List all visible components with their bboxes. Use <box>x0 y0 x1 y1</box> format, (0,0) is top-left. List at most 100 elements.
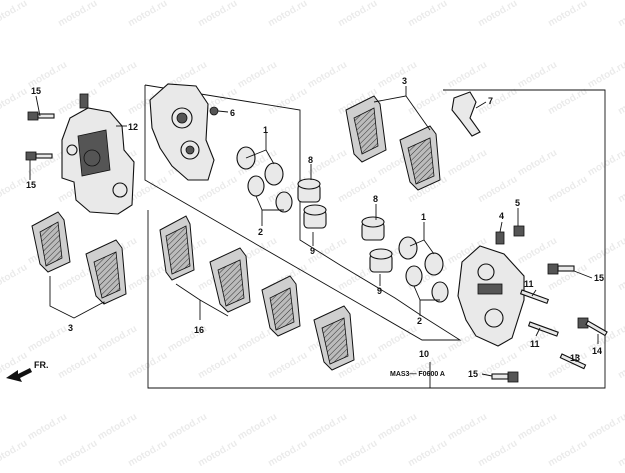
callout-9-upper: 9 <box>310 246 315 256</box>
callout-2-upper: 2 <box>258 227 263 237</box>
watermark-text: motod.ru <box>266 350 309 381</box>
front-label: FR. <box>34 360 49 370</box>
callout-3-left: 3 <box>68 323 73 333</box>
watermark-text: motod.ru <box>406 86 449 117</box>
watermark-text: motod.ru <box>336 0 379 29</box>
watermark-text: motod.ru <box>0 262 29 293</box>
watermark-text: motod.ru <box>196 0 239 29</box>
callout-15-c: 15 <box>594 273 604 283</box>
watermark-text: motod.ru <box>406 0 449 29</box>
watermark-text: motod.ru <box>126 438 169 468</box>
watermark-text: motod.ru <box>376 59 419 90</box>
callout-1-upper: 1 <box>263 125 268 135</box>
callout-8-lower: 8 <box>373 194 378 204</box>
cap-5 <box>513 225 525 237</box>
bleeder-6 <box>209 106 219 116</box>
bleeder-4 <box>495 231 505 245</box>
watermark-text: motod.ru <box>236 59 279 90</box>
watermark-text: motod.ru <box>476 0 519 29</box>
watermark-text: motod.ru <box>616 262 625 293</box>
watermark-text: motod.ru <box>586 147 625 178</box>
watermark-text: motod.ru <box>516 147 559 178</box>
watermark-text: motod.ru <box>26 411 69 442</box>
watermark-text: motod.ru <box>236 411 279 442</box>
watermark-text: motod.ru <box>336 438 379 468</box>
watermark-text: motod.ru <box>586 411 625 442</box>
callout-6: 6 <box>230 108 235 118</box>
watermark-text: motod.ru <box>166 411 209 442</box>
seal-set-lower <box>398 236 449 303</box>
callout-1-lower: 1 <box>421 212 426 222</box>
watermark-text: motod.ru <box>586 235 625 266</box>
watermark-text: motod.ru <box>616 350 625 381</box>
callout-15-a: 15 <box>31 86 41 96</box>
callout-14: 14 <box>592 346 602 356</box>
pin-14 <box>577 317 608 337</box>
watermark-text: motod.ru <box>306 411 349 442</box>
watermark-text: motod.ru <box>0 0 29 29</box>
pad-set-lower-center <box>159 215 355 371</box>
callout-15-d: 15 <box>468 369 478 379</box>
watermark-text: motod.ru <box>376 411 419 442</box>
watermark-text: motod.ru <box>126 0 169 29</box>
callout-labels: 12 15 15 6 1 2 8 9 3 7 8 9 1 2 10 4 5 15… <box>26 76 604 379</box>
callout-9-lower: 9 <box>377 286 382 296</box>
watermark-text: motod.ru <box>476 438 519 468</box>
watermark-text: motod.ru <box>266 0 309 29</box>
leader-lines <box>29 86 599 377</box>
caliper-left <box>61 93 135 215</box>
watermark-text: motod.ru <box>546 0 589 29</box>
front-direction-arrow <box>6 368 32 382</box>
callout-4: 4 <box>499 211 504 221</box>
watermark-text: motod.ru <box>0 438 29 468</box>
pin-11-upper <box>519 289 550 305</box>
callout-11-upper: 11 <box>524 279 534 289</box>
callout-16: 16 <box>194 325 204 335</box>
piston-set-lower <box>361 216 393 273</box>
callout-13: 13 <box>570 353 580 363</box>
watermark-text: motod.ru <box>196 350 239 381</box>
watermark-text: motod.ru <box>56 350 99 381</box>
piston-set-upper <box>297 178 327 229</box>
watermark-text: motod.ru <box>266 86 309 117</box>
watermark-text: motod.ru <box>26 0 69 3</box>
caliper-center <box>149 83 215 181</box>
watermark-text: motod.ru <box>616 438 625 468</box>
watermark-text: motod.ru <box>476 86 519 117</box>
watermark-text: motod.ru <box>406 438 449 468</box>
bolt-15-lower-left <box>25 151 53 161</box>
bolt-15-right <box>547 263 575 275</box>
watermark-text: motod.ru <box>516 411 559 442</box>
watermark-text: motod.ru <box>306 0 349 3</box>
watermark-text: motod.ru <box>96 59 139 90</box>
bolt-15-upper-left <box>27 111 55 121</box>
watermark-text: motod.ru <box>196 438 239 468</box>
watermark-text: motod.ru <box>516 235 559 266</box>
caliper-right <box>457 245 525 347</box>
watermark-text: motod.ru <box>586 0 625 3</box>
pin-11-lower <box>527 321 559 337</box>
callout-12: 12 <box>128 122 138 132</box>
watermark-text: motod.ru <box>26 323 69 354</box>
watermark-text: motod.ru <box>96 411 139 442</box>
watermark-text: motod.ru <box>56 0 99 29</box>
watermark-text: motod.ru <box>616 0 625 29</box>
watermark-text: motod.ru <box>96 0 139 3</box>
watermark-text: motod.ru <box>446 0 489 3</box>
watermark-text: motod.ru <box>376 0 419 3</box>
watermark-text: motod.ru <box>56 438 99 468</box>
pin-13 <box>559 353 587 370</box>
watermark-text: motod.ru <box>516 59 559 90</box>
watermark-text: motod.ru <box>446 59 489 90</box>
diagram-code: MAS3— F0600 A <box>390 371 445 378</box>
callout-15-b: 15 <box>26 180 36 190</box>
watermark-text: motod.ru <box>546 438 589 468</box>
watermark-text: motod.ru <box>96 323 139 354</box>
watermark-text: motod.ru <box>446 147 489 178</box>
watermark-text: motod.ru <box>476 174 519 205</box>
watermark-text: motod.ru <box>166 0 209 3</box>
callout-2-lower: 2 <box>417 316 422 326</box>
watermark-text: motod.ru <box>266 438 309 468</box>
